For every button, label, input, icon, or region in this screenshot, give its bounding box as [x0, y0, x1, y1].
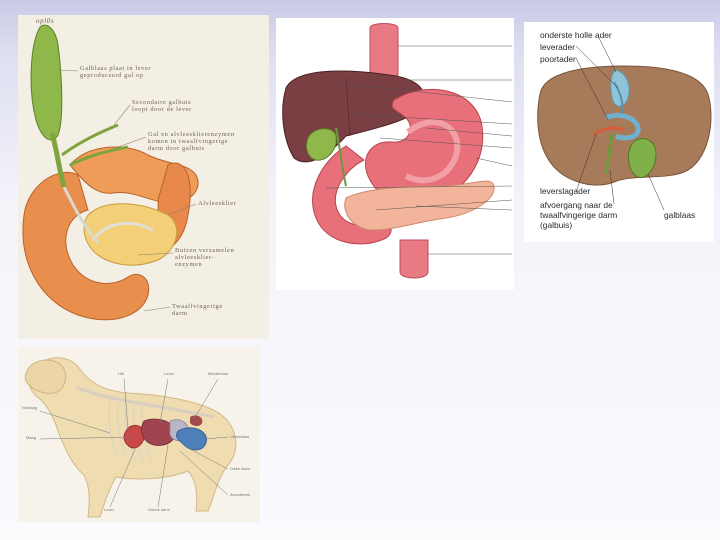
label-hepatic-vein: leverader — [540, 42, 575, 52]
label-inferior-vena-cava: onderste holle ader — [540, 30, 612, 40]
label-hepatic-artery: leverslagader — [540, 186, 590, 196]
dog-anatomy-illustration: Hilt Lever Blindermen Nierlaag Maag Urin… — [18, 347, 260, 522]
label-bottom-2: Dunne darm — [148, 507, 170, 512]
liver-stomach-illustration — [276, 18, 514, 290]
label-right-1: Urineblaas — [230, 434, 249, 439]
corner-label: opl0s — [36, 17, 54, 25]
label-portal-vein: poortader — [540, 54, 576, 64]
label-pancreas: Alvleesklier — [198, 200, 236, 207]
leader-f — [144, 307, 170, 311]
leader-b — [114, 105, 130, 125]
label-gallbladder: galblaas — [664, 210, 695, 220]
label-right-2: Dikke darm — [230, 466, 250, 471]
label-left-1: Nierlaag — [22, 405, 37, 410]
gallbladder-shape — [31, 25, 62, 140]
label-top-2: Lever — [164, 371, 174, 376]
label-top-1: Hilt — [118, 371, 124, 376]
label-top-3: Blindermen — [208, 371, 228, 376]
label-right-3: Anusstreek — [230, 492, 250, 497]
pancreas-shape — [345, 181, 494, 230]
label-bottom-1: Lever — [104, 507, 114, 512]
label-bile-duct: afvoergang naar de twaalfvingerige darm … — [540, 200, 617, 230]
liver-labelled-illustration: onderste holle ader leverader poortader … — [524, 22, 714, 242]
label-left-2: Maag — [26, 435, 36, 440]
liver-stomach-drawing — [276, 18, 514, 290]
gallbladder-duodenum-drawing — [18, 15, 269, 339]
aorta-shape — [400, 240, 428, 278]
leader-c — [118, 137, 146, 147]
leader-l6 — [648, 174, 664, 210]
gallbladder-shape — [306, 129, 336, 160]
